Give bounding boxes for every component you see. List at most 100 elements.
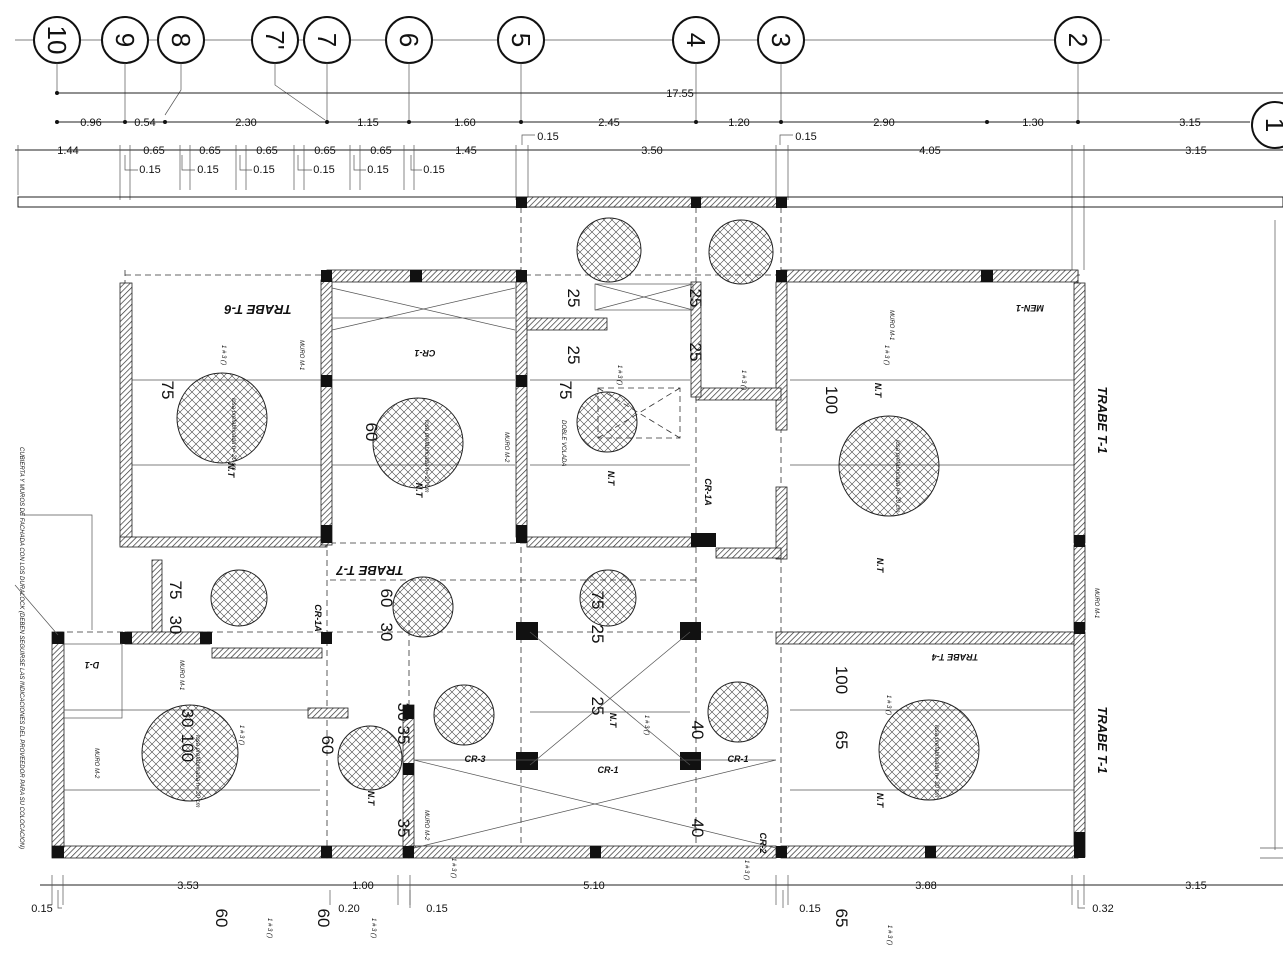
svg-text:N.T: N.T	[606, 471, 616, 487]
svg-text:0.15: 0.15	[313, 164, 334, 176]
svg-text:60: 60	[314, 909, 333, 928]
svg-text:2.30: 2.30	[235, 117, 256, 129]
losa-labels: losa prefabricada h= 20 cm losa prefabri…	[194, 398, 939, 808]
svg-text:MURO M-2: MURO M-2	[503, 432, 509, 463]
svg-text:1 # 3 ('): 1 # 3 (')	[370, 918, 376, 938]
svg-text:100: 100	[832, 666, 851, 694]
svg-text:N.T: N.T	[608, 713, 618, 729]
svg-text:N.T: N.T	[226, 463, 236, 479]
svg-text:1 # 3 ('): 1 # 3 (')	[266, 918, 272, 938]
svg-text:5.10: 5.10	[583, 880, 604, 892]
svg-text:10: 10	[42, 26, 72, 55]
svg-text:3.15: 3.15	[1185, 145, 1206, 157]
svg-text:0.15: 0.15	[423, 164, 444, 176]
axis-5: 5	[497, 16, 545, 64]
svg-text:0.65: 0.65	[370, 145, 391, 157]
svg-text:30: 30	[394, 703, 413, 722]
svg-text:0.15: 0.15	[31, 903, 52, 915]
svg-text:0.65: 0.65	[199, 145, 220, 157]
label-trabe-t7: TRABE T-7	[336, 563, 404, 578]
svg-text:losa prefabricada h= 20 cm: losa prefabricada h= 20 cm	[933, 725, 939, 798]
svg-text:N.T: N.T	[366, 791, 376, 807]
svg-text:0.65: 0.65	[256, 145, 277, 157]
svg-text:MURO M-2: MURO M-2	[423, 810, 429, 841]
svg-text:2.45: 2.45	[598, 117, 619, 129]
svg-text:losa prefabricada h= 20 cm: losa prefabricada h= 20 cm	[194, 735, 200, 808]
label-cr1a-mid: CR-1A	[703, 478, 713, 506]
svg-text:0.54: 0.54	[134, 117, 155, 129]
label-cr3: CR-3	[464, 754, 485, 764]
svg-text:MURO M-1: MURO M-1	[178, 660, 184, 690]
svg-text:1 # 3 ('): 1 # 3 (')	[643, 715, 649, 735]
label-cr1-top: CR-1	[414, 348, 435, 358]
label-d1: D-1	[85, 660, 100, 670]
slab-detail-14	[878, 699, 980, 801]
svg-text:DOBLE VOLADA: DOBLE VOLADA	[560, 420, 566, 466]
label-trabe-t1-b: TRABE T-1	[1095, 706, 1110, 773]
slab-detail-4	[708, 219, 774, 285]
svg-text:60: 60	[318, 736, 337, 755]
svg-text:30: 30	[166, 616, 185, 635]
svg-text:40: 40	[688, 721, 707, 740]
svg-text:4: 4	[681, 33, 711, 47]
svg-text:0.15: 0.15	[197, 164, 218, 176]
axis-9: 9	[101, 16, 149, 64]
svg-text:2.90: 2.90	[873, 117, 894, 129]
axis-10: 10	[33, 16, 81, 64]
label-cr1-right: CR-1	[727, 754, 748, 764]
svg-text:losa prefabricada h= 20 cm: losa prefabricada h= 20 cm	[230, 398, 236, 471]
svg-text:25: 25	[588, 697, 607, 716]
axis-4: 4	[672, 16, 720, 64]
svg-text:3.15: 3.15	[1185, 880, 1206, 892]
svg-text:N.T: N.T	[875, 793, 885, 809]
svg-text:0.20: 0.20	[338, 903, 359, 915]
svg-text:65: 65	[832, 909, 851, 928]
svg-text:1.20: 1.20	[728, 117, 749, 129]
slab-detail-1	[176, 372, 268, 464]
svg-text:3.50: 3.50	[641, 145, 662, 157]
svg-text:1 # 3 ('): 1 # 3 (')	[886, 925, 892, 945]
svg-text:0.15: 0.15	[139, 164, 160, 176]
svg-text:100: 100	[822, 386, 841, 414]
slab-detail-3	[576, 217, 642, 283]
slab-detail-12	[433, 684, 495, 746]
svg-text:3: 3	[766, 33, 796, 47]
svg-text:1 # 3 ('): 1 # 3 (')	[883, 345, 889, 365]
slab-detail-7	[210, 569, 268, 627]
svg-text:100: 100	[178, 734, 197, 762]
svg-text:6: 6	[394, 33, 424, 47]
svg-text:25: 25	[588, 625, 607, 644]
svg-text:0.96: 0.96	[80, 117, 101, 129]
slab-detail-13	[707, 681, 769, 743]
void-crosses	[331, 283, 777, 849]
svg-text:1 # 3 ('): 1 # 3 (')	[885, 695, 891, 715]
slab-detail-10	[141, 704, 239, 802]
svg-text:1 # 3 ('): 1 # 3 (')	[450, 858, 456, 878]
svg-text:2: 2	[1063, 33, 1093, 47]
svg-text:1.45: 1.45	[455, 145, 476, 157]
svg-text:0.32: 0.32	[1092, 903, 1113, 915]
wall-labels: MURO M-1 MURO M-1 MURO M-2 MURO M-2 MURO…	[93, 310, 1099, 841]
svg-text:1.60: 1.60	[454, 117, 475, 129]
svg-text:65: 65	[832, 731, 851, 750]
svg-text:0.15: 0.15	[799, 903, 820, 915]
svg-text:25: 25	[686, 289, 705, 308]
svg-text:0.15: 0.15	[795, 131, 816, 143]
axis-3: 3	[757, 16, 805, 64]
slab-detail-9	[579, 569, 637, 627]
svg-text:N.T: N.T	[875, 558, 885, 574]
svg-text:35: 35	[394, 726, 413, 745]
slab-detail-6	[838, 415, 940, 517]
svg-text:7: 7	[312, 33, 342, 47]
axis-7: 7	[303, 16, 351, 64]
svg-text:0.15: 0.15	[537, 131, 558, 143]
label-men1: MEN-1	[1016, 303, 1044, 313]
columns	[52, 197, 1085, 858]
label-trabe-t4: TRABE T-4	[932, 652, 979, 662]
axis-6: 6	[385, 16, 433, 64]
rebar-labels: 1 # 3 (') 1 # 3 (') 1 # 3 (') 1 # 3 (') …	[220, 345, 892, 945]
dim-overall: 17.55	[666, 88, 694, 100]
svg-text:60: 60	[362, 423, 381, 442]
svg-text:MURO M-2: MURO M-2	[93, 748, 99, 779]
